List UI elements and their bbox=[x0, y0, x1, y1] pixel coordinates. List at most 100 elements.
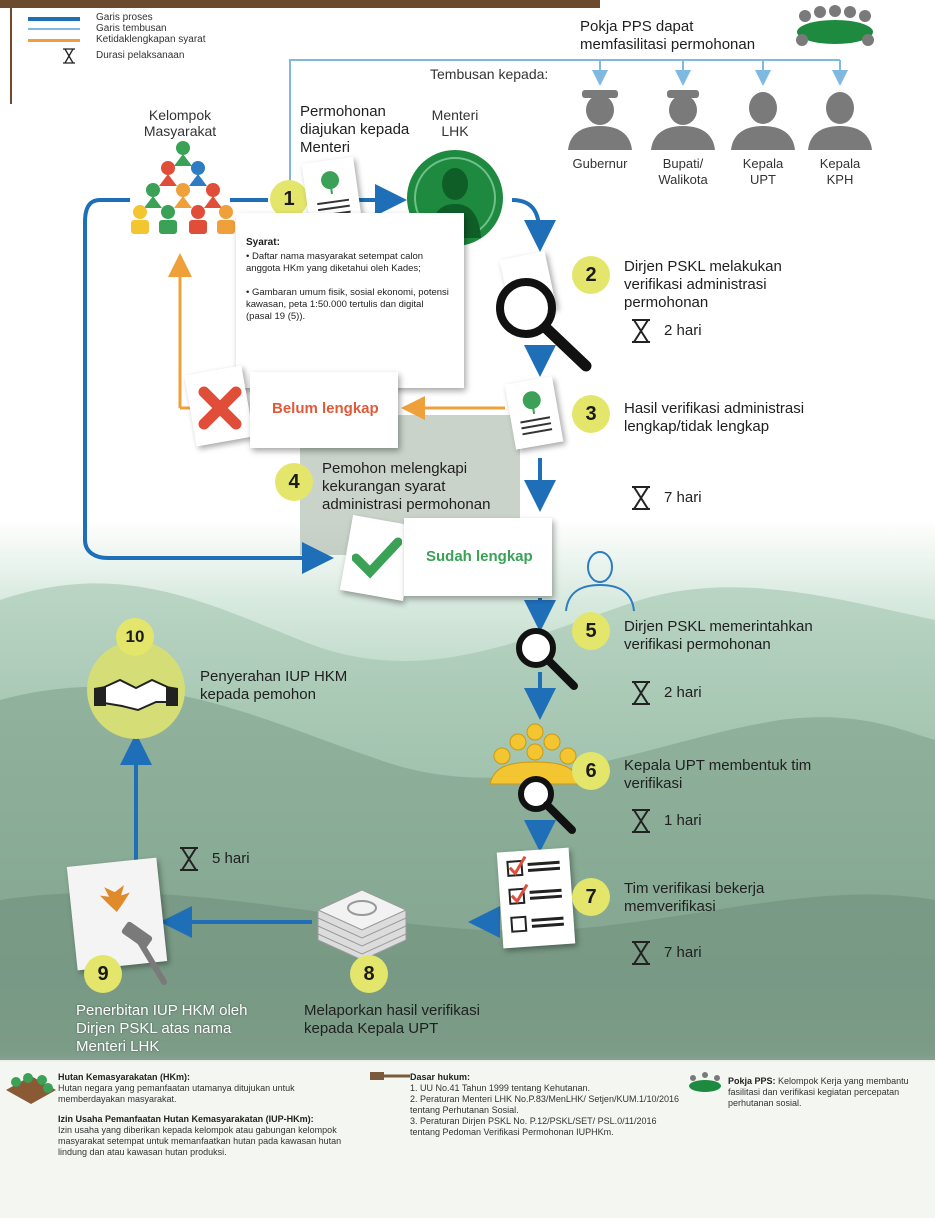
step-4-text: Pemohon melengkapi kekurangan syarat adm… bbox=[322, 460, 491, 513]
syarat-item: • Gambaran umum fisik, sosial ekonomi, p… bbox=[246, 287, 451, 323]
team-group-icon bbox=[490, 723, 580, 785]
step-number-badge: 4 bbox=[275, 463, 313, 501]
permit-document-icon bbox=[66, 857, 168, 971]
step-5-text: Dirjen PSKL memerintahkan verifikasi per… bbox=[624, 618, 813, 653]
checklist-icon bbox=[506, 855, 564, 933]
recipient-gubernur: Gubernur bbox=[560, 88, 640, 171]
footnote-dasar-title: Dasar hukum: bbox=[410, 1072, 471, 1082]
tree-icon bbox=[317, 171, 351, 218]
community-group-icon bbox=[131, 141, 235, 234]
kelompok-label: Kelompok Masyarakat bbox=[143, 107, 217, 139]
step-5-duration: 2 hari bbox=[664, 684, 702, 701]
footnote-iup: Izin Usaha Pemanfaatan Hutan Kemasyaraka… bbox=[58, 1114, 368, 1158]
step-number-badge: 7 bbox=[572, 878, 610, 916]
pokja-title: Pokja PPS dapat memfasilitasi permohonan bbox=[580, 18, 756, 53]
hourglass-icon bbox=[180, 847, 198, 871]
pokja-table-icon bbox=[689, 1072, 721, 1092]
recipient-label: Gubernur bbox=[572, 156, 628, 171]
step-2-duration: 2 hari bbox=[664, 322, 702, 339]
legend-line-proses bbox=[28, 17, 80, 21]
hourglass-icon bbox=[63, 48, 75, 64]
step-number-badge: 10 bbox=[116, 618, 154, 656]
step-number-badge: 9 bbox=[84, 955, 122, 993]
step-number-badge: 6 bbox=[572, 752, 610, 790]
hourglass-icon bbox=[632, 319, 650, 343]
syarat-item-text: Daftar nama masyarakat setempat calon an… bbox=[246, 251, 424, 274]
footnote-dasar-item: 1. UU No.41 Tahun 1999 tentang Kehutanan… bbox=[410, 1083, 590, 1093]
legend-label-tembusan: Garis tembusan bbox=[96, 23, 167, 34]
person-silhouette-icon bbox=[651, 90, 715, 150]
tembusan-label: Tembusan kepada: bbox=[430, 66, 549, 82]
garuda-emblem-icon bbox=[99, 885, 130, 913]
step-number-badge: 8 bbox=[350, 955, 388, 993]
footnote-dasar-hukum: Dasar hukum: 1. UU No.41 Tahun 1999 tent… bbox=[410, 1072, 680, 1138]
hourglass-icon bbox=[632, 941, 650, 965]
step-number-badge: 3 bbox=[572, 395, 610, 433]
handshake-icon bbox=[87, 641, 185, 739]
syarat-item-text: Gambaran umum fisik, sosial ekonomi, pot… bbox=[246, 287, 449, 322]
footnote-pokja-text: Kelompok Kerja yang membantu fasilitasi … bbox=[728, 1076, 909, 1108]
recipient-bupati: Bupati/ Walikota bbox=[643, 88, 723, 187]
recipient-label: Bupati/ Walikota bbox=[658, 156, 708, 187]
person-silhouette-icon bbox=[568, 90, 632, 150]
step-9-text: Penerbitan IUP HKM oleh Dirjen PSKL atas… bbox=[76, 1002, 248, 1055]
step-6-duration: 1 hari bbox=[664, 812, 702, 829]
step-number-badge: 5 bbox=[572, 612, 610, 650]
hourglass-icon bbox=[632, 809, 650, 833]
step-7-duration: 7 hari bbox=[664, 944, 702, 961]
gavel-icon bbox=[121, 921, 167, 985]
step-10-text: Penyerahan IUP HKM kepada pemohon bbox=[200, 668, 348, 703]
recipient-kepala-kph: Kepala KPH bbox=[800, 88, 880, 187]
tree-icon bbox=[520, 391, 553, 436]
report-stack-icon bbox=[316, 889, 408, 960]
cross-icon bbox=[198, 386, 242, 430]
belum-lengkap-box: Belum lengkap bbox=[250, 372, 398, 448]
step-number-badge: 1 bbox=[270, 180, 308, 218]
gavel-icon bbox=[370, 1072, 410, 1080]
legend-label-durasi: Durasi pelaksanaan bbox=[96, 50, 185, 61]
footnote-pokja-title: Pokja PPS: bbox=[728, 1076, 776, 1086]
recipient-label: Kepala UPT bbox=[742, 156, 784, 187]
top-bar bbox=[0, 0, 600, 8]
recipients: Gubernur Bupati/ Walikota Kepala UPT Kep… bbox=[560, 88, 930, 198]
legend-line-ketidaklengkapan bbox=[28, 39, 80, 42]
syarat-card: Syarat: • Daftar nama masyarakat setempa… bbox=[236, 213, 464, 388]
footnote-hkm: Hutan Kemasyarakatan (HKm): Hutan negara… bbox=[58, 1072, 348, 1105]
step-number-badge: 2 bbox=[572, 256, 610, 294]
step-6-text: Kepala UPT membentuk tim verifikasi bbox=[624, 757, 812, 792]
magnifier-icon bbox=[516, 628, 578, 690]
step-8-text: Melaporkan hasil verifikasi kepada Kepal… bbox=[304, 1002, 480, 1037]
footnote-dasar-item: 3. Peraturan Dirjen PSKL No. P.12/PSKL/S… bbox=[410, 1116, 657, 1137]
syarat-item: • Daftar nama masyarakat setempat calon … bbox=[246, 251, 451, 275]
person-silhouette-icon bbox=[808, 92, 872, 150]
footer: Hutan Kemasyarakatan (HKm): Hutan negara… bbox=[0, 1062, 935, 1218]
footnote-pokja: Pokja PPS: Kelompok Kerja yang membantu … bbox=[728, 1076, 918, 1109]
step-2-text: Dirjen PSKL melakukan verifikasi adminis… bbox=[624, 258, 782, 311]
step-3-text: Hasil verifikasi administrasi lengkap/ti… bbox=[624, 400, 805, 435]
syarat-title: Syarat: bbox=[246, 237, 280, 248]
sudah-lengkap-label: Sudah lengkap bbox=[426, 548, 533, 565]
belum-lengkap-label: Belum lengkap bbox=[272, 400, 379, 417]
footnote-hkm-title: Hutan Kemasyarakatan (HKm): bbox=[58, 1072, 191, 1082]
bullet: • bbox=[246, 251, 252, 262]
hourglass-icon bbox=[632, 681, 650, 705]
result-document-icon bbox=[504, 376, 564, 450]
sudah-lengkap-box: Sudah lengkap bbox=[404, 518, 552, 596]
official-outline-icon bbox=[565, 551, 635, 612]
menteri-label: Menteri LHK bbox=[431, 107, 479, 139]
checkmark-icon bbox=[352, 537, 402, 579]
person-silhouette-icon bbox=[731, 92, 795, 150]
legend-label-proses: Garis proses bbox=[96, 12, 153, 23]
step-7-text: Tim verifikasi bekerja memverifikasi bbox=[624, 880, 765, 915]
pokja-table-icon bbox=[796, 5, 874, 46]
application-document-icon bbox=[301, 156, 363, 232]
magnifier-icon bbox=[518, 776, 576, 834]
magnifier-icon bbox=[496, 278, 592, 372]
recipient-label: Kepala KPH bbox=[819, 156, 861, 187]
footnote-iup-text: Izin usaha yang diberikan kepada kelompo… bbox=[58, 1125, 342, 1157]
step-3-duration: 7 hari bbox=[664, 489, 702, 506]
hourglass-icon bbox=[632, 486, 650, 510]
footnote-iup-title: Izin Usaha Pemanfaatan Hutan Kemasyaraka… bbox=[58, 1114, 314, 1124]
